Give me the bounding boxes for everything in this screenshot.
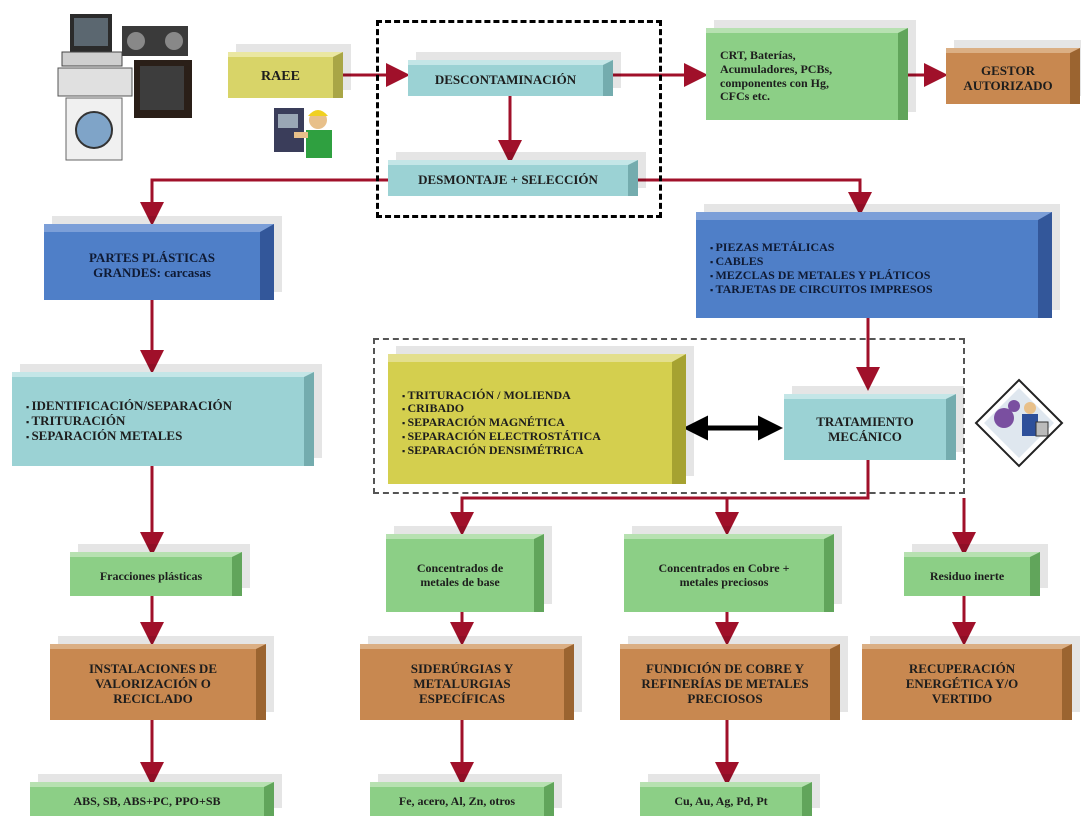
desmontaje-box: DESMONTAJE + SELECCIÓN xyxy=(388,160,638,196)
gestor-box: GESTOR AUTORIZADO xyxy=(946,48,1080,104)
instalaciones-box: INSTALACIONES DE VALORIZACIÓN O RECICLAD… xyxy=(50,644,266,720)
fundicion-box: FUNDICIÓN DE COBRE Y REFINERÍAS DE METAL… xyxy=(620,644,840,720)
raee-box: RAEE xyxy=(228,52,343,98)
peligrosos-box: CRT, Baterías, Acumuladores, PCBs, compo… xyxy=(706,28,908,120)
fracciones-label: Fracciones plásticas xyxy=(99,568,203,583)
mechanic-icon xyxy=(974,378,1064,468)
siderurgias-label: SIDERÚRGIAS Y METALURGIAS ESPECÍFICAS xyxy=(410,661,514,706)
partes-plasticas-label: PARTES PLÁSTICAS GRANDES: carcasas xyxy=(88,250,216,280)
residuo-label: Residuo inerte xyxy=(929,568,1005,583)
peligrosos-label: CRT, Baterías, Acumuladores, PCBs, compo… xyxy=(720,47,833,104)
recuperacion-box: RECUPERACIÓN ENERGÉTICA Y/O VERTIDO xyxy=(862,644,1072,720)
raee-label: RAEE xyxy=(261,69,300,85)
output-base-label: Fe, acero, Al, Zn, otros xyxy=(398,793,516,808)
identificacion-item: TRITURACIÓN xyxy=(26,413,232,429)
concentrados-base-box: Concentrados de metales de base xyxy=(386,534,544,612)
procesos-item: TRITURACIÓN / MOLIENDA xyxy=(402,388,601,403)
identificacion-box: IDENTIFICACIÓN/SEPARACIÓN TRITURACIÓN SE… xyxy=(12,372,314,466)
piezas-item: PIEZAS METÁLICAS xyxy=(710,241,933,255)
instalaciones-label: INSTALACIONES DE VALORIZACIÓN O RECICLAD… xyxy=(89,661,217,706)
partes-plasticas-box: PARTES PLÁSTICAS GRANDES: carcasas xyxy=(44,224,274,300)
dashed-group-tratamiento xyxy=(373,338,965,494)
procesos-item: SEPARACIÓN DENSIMÉTRICA xyxy=(402,443,601,458)
output-base-box: Fe, acero, Al, Zn, otros xyxy=(370,782,554,816)
tratamiento-box: TRATAMIENTO MECÁNICO xyxy=(784,394,956,460)
desmontaje-label: DESMONTAJE + SELECCIÓN xyxy=(418,172,598,188)
piezas-list: PIEZAS METÁLICAS CABLES MEZCLAS DE METAL… xyxy=(710,241,933,297)
identificacion-item: IDENTIFICACIÓN/SEPARACIÓN xyxy=(26,398,232,414)
recuperacion-label: RECUPERACIÓN ENERGÉTICA Y/O VERTIDO xyxy=(905,661,1019,706)
fundicion-label: FUNDICIÓN DE COBRE Y REFINERÍAS DE METAL… xyxy=(641,661,809,706)
concentrados-base-label: Concentrados de metales de base xyxy=(416,560,504,589)
procesos-list: TRITURACIÓN / MOLIENDA CRIBADO SEPARACIÓ… xyxy=(402,388,601,458)
output-plastic-label: ABS, SB, ABS+PC, PPO+SB xyxy=(73,793,221,808)
electronics-pile-icon xyxy=(57,14,192,161)
tratamiento-label: TRATAMIENTO MECÁNICO xyxy=(816,413,914,444)
arrow-tratamiento-split xyxy=(450,458,870,536)
procesos-item: SEPARACIÓN MAGNÉTICA xyxy=(402,415,601,430)
identificacion-list: IDENTIFICACIÓN/SEPARACIÓN TRITURACIÓN SE… xyxy=(26,398,232,444)
gestor-label: GESTOR AUTORIZADO xyxy=(963,62,1053,93)
arrow-desmontaje-piezas xyxy=(636,178,872,216)
dashed-group-descontaminacion xyxy=(376,20,662,218)
concentrados-cobre-label: Concentrados en Cobre + metales precioso… xyxy=(658,560,790,589)
identificacion-item: SEPARACIÓN METALES xyxy=(26,428,232,444)
piezas-item: TARJETAS DE CIRCUITOS IMPRESOS xyxy=(710,282,932,297)
procesos-item: CRIBADO xyxy=(402,401,601,416)
output-cobre-label: Cu, Au, Ag, Pd, Pt xyxy=(674,793,768,808)
residuo-box: Residuo inerte xyxy=(904,552,1040,596)
siderurgias-box: SIDERÚRGIAS Y METALURGIAS ESPECÍFICAS xyxy=(360,644,574,720)
arrow-desmontaje-plasticas xyxy=(140,178,388,226)
descontaminacion-box: DESCONTAMINACIÓN xyxy=(408,60,613,96)
concentrados-cobre-box: Concentrados en Cobre + metales precioso… xyxy=(624,534,834,612)
worker-icon xyxy=(274,108,332,158)
fracciones-box: Fracciones plásticas xyxy=(70,552,242,596)
descontaminacion-label: DESCONTAMINACIÓN xyxy=(434,72,577,88)
piezas-item: CABLES xyxy=(710,254,933,269)
piezas-box: PIEZAS METÁLICAS CABLES MEZCLAS DE METAL… xyxy=(696,212,1052,318)
output-cobre-box: Cu, Au, Ag, Pd, Pt xyxy=(640,782,812,816)
output-plastic-box: ABS, SB, ABS+PC, PPO+SB xyxy=(30,782,274,816)
procesos-box: TRITURACIÓN / MOLIENDA CRIBADO SEPARACIÓ… xyxy=(388,354,686,484)
procesos-item: SEPARACIÓN ELECTROSTÁTICA xyxy=(402,429,600,444)
piezas-item: MEZCLAS DE METALES Y PLÁTICOS xyxy=(710,268,933,283)
